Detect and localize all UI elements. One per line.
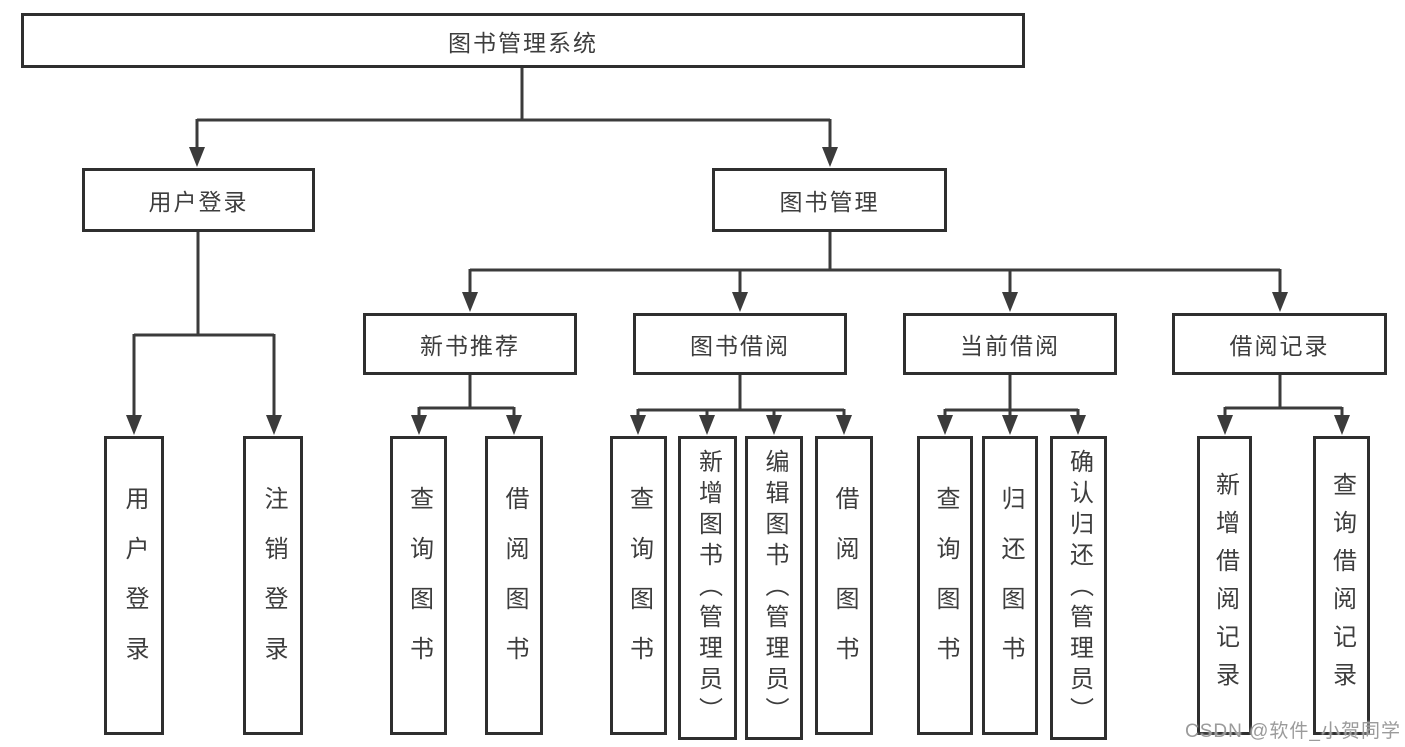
node-book-borrow-label: 图书借阅	[690, 333, 790, 359]
leaf-add-book-admin-label: 新增图书（管理员）	[694, 448, 722, 728]
leaf-logout: 注销登录	[243, 436, 303, 735]
leaf-user-login-label: 用户登录	[121, 485, 148, 686]
leaf-search-book-recommend-label: 查询图书	[405, 485, 433, 686]
leaf-user-login: 用户登录	[104, 436, 164, 735]
leaf-search-book-borrow: 查询图书	[610, 436, 667, 735]
leaf-add-borrow-record-label: 新增借阅记录	[1211, 471, 1239, 700]
leaf-borrow-book-recommend: 借阅图书	[485, 436, 543, 735]
node-new-book-recommend-label: 新书推荐	[420, 333, 520, 359]
leaf-return-book-label: 归还图书	[997, 485, 1024, 686]
leaf-add-borrow-record: 新增借阅记录	[1197, 436, 1252, 735]
leaf-edit-book-admin: 编辑图书（管理员）	[745, 436, 803, 740]
leaf-borrow-book: 借阅图书	[815, 436, 873, 735]
leaf-borrow-book-recommend-label: 借阅图书	[501, 485, 528, 686]
node-current-borrow-label: 当前借阅	[960, 333, 1060, 359]
leaf-search-book-current-label: 查询图书	[932, 485, 959, 686]
watermark: CSDN @软件_小贺同学	[1185, 721, 1401, 742]
leaf-search-borrow-record: 查询借阅记录	[1313, 436, 1370, 735]
leaf-return-book: 归还图书	[982, 436, 1038, 735]
leaf-add-book-admin: 新增图书（管理员）	[678, 436, 737, 740]
node-book-management: 图书管理	[712, 168, 947, 232]
leaf-search-book-borrow-label: 查询图书	[625, 485, 653, 686]
node-borrow-records-label: 借阅记录	[1229, 333, 1330, 359]
node-user-login-label: 用户登录	[148, 189, 249, 215]
leaf-confirm-return-admin-label: 确认归还（管理员）	[1065, 448, 1093, 728]
leaf-search-borrow-record-label: 查询借阅记录	[1328, 471, 1356, 700]
node-user-login: 用户登录	[82, 168, 315, 232]
leaf-search-book-current: 查询图书	[917, 436, 973, 735]
leaf-logout-label: 注销登录	[260, 485, 287, 686]
node-book-borrow: 图书借阅	[633, 313, 847, 375]
leaf-edit-book-admin-label: 编辑图书（管理员）	[761, 448, 788, 728]
root-node-library-system: 图书管理系统	[21, 13, 1025, 68]
node-current-borrow: 当前借阅	[903, 313, 1117, 375]
leaf-borrow-book-label: 借阅图书	[831, 485, 858, 686]
arrowhead-icons	[126, 147, 1350, 435]
node-new-book-recommend: 新书推荐	[363, 313, 577, 375]
node-book-management-label: 图书管理	[779, 189, 880, 215]
root-node-label: 图书管理系统	[448, 29, 598, 56]
leaf-confirm-return-admin: 确认归还（管理员）	[1050, 436, 1107, 740]
node-borrow-records: 借阅记录	[1172, 313, 1387, 375]
leaf-search-book-recommend: 查询图书	[390, 436, 447, 735]
